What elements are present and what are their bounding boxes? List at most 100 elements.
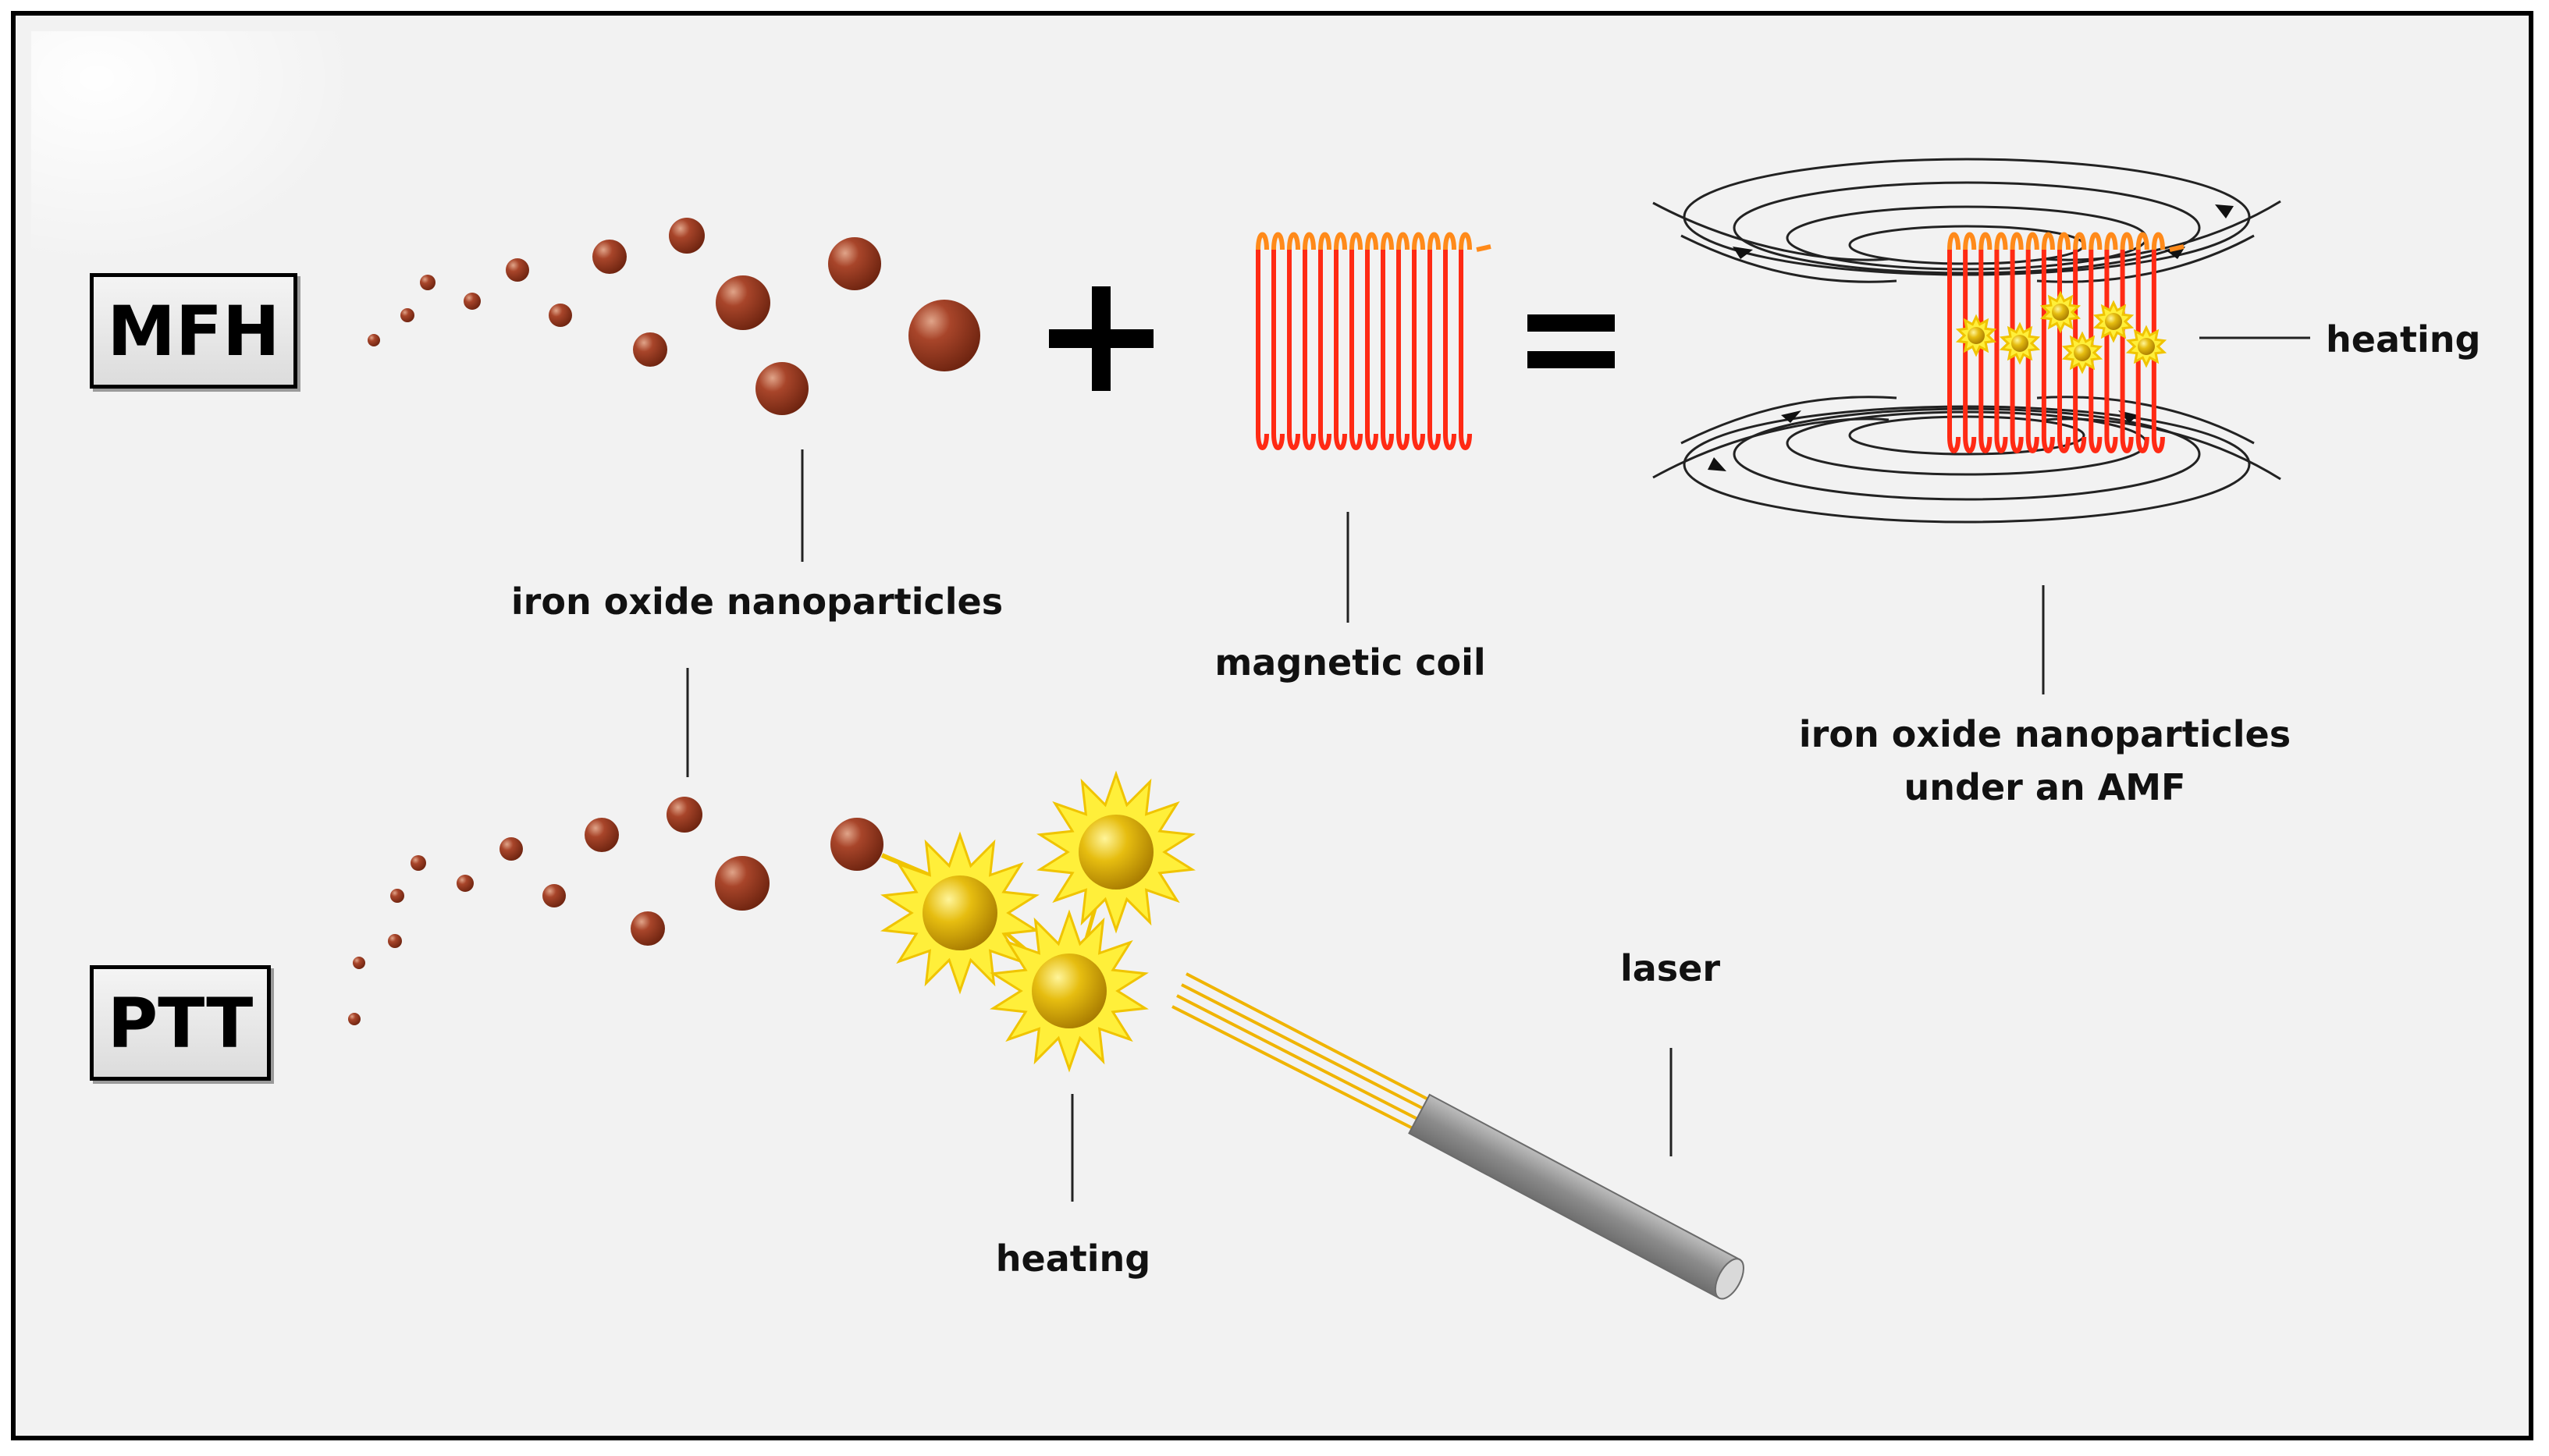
coil-strand — [1318, 250, 1331, 450]
heat-spark-icon — [2092, 300, 2135, 343]
nanoparticle-icon — [715, 856, 770, 911]
nanoparticle-icon — [631, 911, 665, 946]
label-heating-top: heating — [2326, 318, 2481, 360]
coil-turn — [1365, 232, 1378, 250]
coil-strand — [1349, 250, 1363, 450]
coil-turn — [2104, 232, 2118, 250]
coil-strand — [2104, 250, 2118, 453]
coil-strand — [1287, 250, 1300, 450]
coil-strand — [1396, 250, 1410, 450]
nanoparticle-icon — [830, 818, 883, 871]
heat-spark-icon — [990, 909, 1149, 1073]
heat-spark-icon — [1955, 314, 1997, 357]
nanoparticle-icon — [368, 334, 380, 346]
coil-turn — [1256, 232, 1269, 250]
equals-icon — [1527, 314, 1615, 368]
label-heating-bottom: heating — [995, 1238, 1151, 1280]
coil-turn — [2057, 232, 2071, 250]
coil-strand — [2057, 250, 2071, 453]
coil-turn — [1349, 232, 1363, 250]
coil-turn — [2089, 232, 2103, 250]
nanoparticle-cluster-top — [368, 218, 980, 415]
coil-strand — [1256, 250, 1269, 450]
heat-spark-icon — [880, 831, 1040, 995]
coil-strand — [2089, 250, 2103, 453]
label-magnetic-coil: magnetic coil — [1214, 641, 1486, 684]
nanoparticle-icon — [633, 332, 667, 367]
coil-turn — [2041, 232, 2055, 250]
plus-icon — [1049, 286, 1154, 391]
nanoparticle-icon — [464, 293, 481, 310]
coil-turn — [1994, 232, 2008, 250]
coil-strand — [1978, 250, 1993, 453]
nanoparticle-icon — [592, 240, 627, 274]
coil-strand — [2025, 250, 2039, 453]
heat-spark-icon — [1036, 770, 1196, 934]
coil-turn — [2135, 232, 2149, 250]
coil-turn — [1303, 232, 1316, 250]
coil-turn — [1396, 232, 1410, 250]
diagram-frame: MFH PTT iron oxide nanoparticles magneti… — [11, 11, 2533, 1440]
coil-strand — [2010, 250, 2024, 453]
coil-turn — [1947, 232, 1961, 250]
coil-turn — [2025, 232, 2039, 250]
laser-beam — [1171, 972, 1431, 1131]
coil-strand — [1427, 250, 1441, 450]
coil-turn — [1459, 232, 1472, 250]
nanoparticle-icon — [499, 837, 523, 861]
nanoparticle-icon — [420, 275, 435, 290]
leader-lines — [686, 336, 2310, 1202]
nanoparticle-icon — [542, 884, 566, 907]
magnetic-coil-icon — [1256, 232, 1491, 450]
coil-strand — [1947, 250, 1961, 453]
coil-turn — [1427, 232, 1441, 250]
label-amf-line1: iron oxide nanoparticles — [1798, 713, 2291, 755]
coil-turn — [1443, 232, 1456, 250]
coil-turn — [1963, 232, 1977, 250]
coil-turn — [2010, 232, 2024, 250]
nanoparticle-icon — [828, 237, 881, 290]
coil-strand — [1994, 250, 2008, 453]
coil-turn — [1381, 232, 1394, 250]
coil-turn — [1412, 232, 1425, 250]
label-nanoparticles: iron oxide nanoparticles — [510, 581, 1004, 623]
nanoparticle-icon — [457, 875, 474, 892]
coil-strand — [2135, 250, 2149, 453]
coil-turn — [1318, 232, 1331, 250]
diagram-canvas — [348, 158, 2310, 1300]
nanoparticle-icon — [411, 855, 426, 871]
nanoparticle-icon — [353, 957, 365, 969]
coil-strand — [1459, 250, 1472, 450]
heat-spark-icon — [2125, 325, 2167, 368]
coil-strand — [1412, 250, 1425, 450]
heat-spark-icon — [1999, 321, 2041, 365]
nanoparticle-cluster-bottom — [348, 797, 883, 1025]
nanoparticle-icon — [549, 304, 572, 327]
nanoparticle-icon — [585, 818, 619, 852]
coil-strand — [1963, 250, 1977, 453]
label-amf-line2: under an AMF — [1904, 766, 2186, 808]
coil-turn — [2120, 232, 2134, 250]
coil-strand — [1365, 250, 1378, 450]
heat-spark-icon — [2039, 290, 2082, 334]
heat-spark-cluster-small — [1955, 290, 2167, 375]
method-tag-ptt: PTT — [90, 965, 271, 1081]
nanoparticle-icon — [667, 797, 702, 833]
nanoparticle-icon — [388, 934, 402, 948]
label-laser: laser — [1619, 947, 1721, 989]
nanoparticle-icon — [506, 258, 529, 282]
coil-strand — [1334, 250, 1347, 450]
magnetic-coil-icon — [1947, 232, 2185, 453]
coil-turn — [2073, 232, 2087, 250]
coil-turn — [1271, 232, 1285, 250]
coil-strand — [2073, 250, 2087, 453]
nanoparticle-icon — [348, 1013, 361, 1025]
coil-strand — [2151, 250, 2165, 453]
coil-strand — [2120, 250, 2134, 453]
nanoparticle-icon — [716, 275, 770, 330]
coil-strand — [1303, 250, 1316, 450]
method-tag-mfh: MFH — [90, 273, 297, 389]
coil-turn — [1287, 232, 1300, 250]
heat-spark-cluster — [880, 770, 1196, 1073]
nanoparticle-icon — [908, 300, 980, 371]
